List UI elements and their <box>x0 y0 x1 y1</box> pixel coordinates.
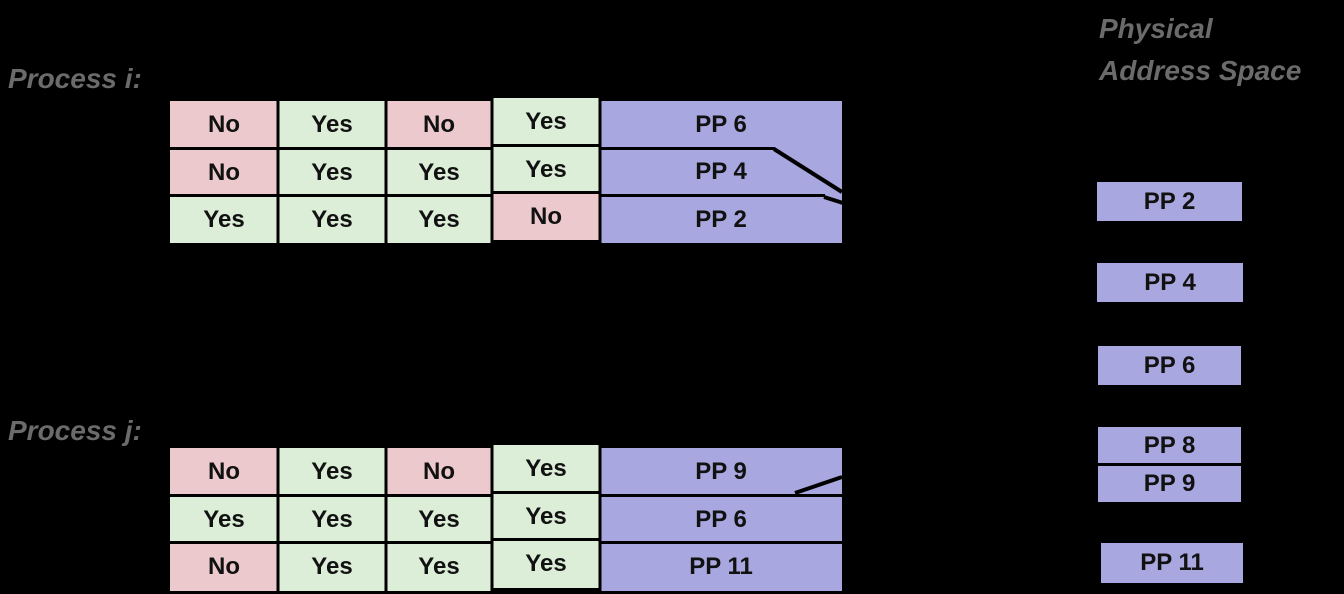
pt-j-pp-entry-1: PP 6 <box>695 505 747 533</box>
process-j-label: Process j: <box>8 415 142 446</box>
pt-i-r1-c3: Yes <box>492 146 600 193</box>
pt-j-pp-entry-0: PP 9 <box>695 458 747 485</box>
pt-j-r0-c3: Yes <box>492 445 600 493</box>
pt-i-pp-column: PP 6 PP 4 PP 2 <box>600 101 842 243</box>
pt-i-r0-c2: No <box>386 101 492 149</box>
pt-j-pp-entry-2: PP 11 <box>689 553 753 580</box>
physical-address-space-line2: Address Space <box>1099 55 1302 86</box>
pt-j-r1-c2: Yes <box>386 496 492 543</box>
pt-j-r0-c1: Yes <box>278 448 386 496</box>
physical-page-box-pp9: PP 9 <box>1098 465 1241 502</box>
physical-page-box-pp4: PP 4 <box>1097 263 1243 302</box>
pt-i-r2-c3: No <box>492 193 600 240</box>
pt-j-pp-column: PP 9 PP 6 PP 11 <box>600 448 842 591</box>
pt-j-r2-c2: Yes <box>386 543 492 591</box>
physical-address-space-label: Physical Address Space <box>1099 8 1301 92</box>
process-i-label: Process i: <box>8 63 142 94</box>
pt-j-r1-c3: Yes <box>492 493 600 540</box>
pt-j-r2-c0: No <box>170 543 278 591</box>
physical-page-box-pp2: PP 2 <box>1097 182 1242 221</box>
pt-i-r1-c1: Yes <box>278 149 386 196</box>
pt-i-pp-entry-2: PP 2 <box>695 205 747 233</box>
pt-i-r2-c0: Yes <box>170 196 278 243</box>
pt-j-r2-c1: Yes <box>278 543 386 591</box>
pt-i-r2-c2: Yes <box>386 196 492 243</box>
pt-i-r2-c1: Yes <box>278 196 386 243</box>
pt-i-pp-entry-1: PP 4 <box>695 158 747 185</box>
physical-page-box-pp6: PP 6 <box>1098 346 1241 385</box>
pt-j-r2-c3: Yes <box>492 540 600 588</box>
pt-i-r1-c2: Yes <box>386 149 492 196</box>
physical-page-box-pp8: PP 8 <box>1098 427 1241 464</box>
physical-address-space-line1: Physical <box>1099 13 1213 44</box>
pt-i-pp-entry-0: PP 6 <box>695 110 747 138</box>
physical-page-box-pp11: PP 11 <box>1101 543 1243 583</box>
pt-i-r1-c0: No <box>170 149 278 196</box>
pt-i-r0-c3: Yes <box>492 98 600 146</box>
pt-j-r0-c0: No <box>170 448 278 496</box>
pt-i-r0-c1: Yes <box>278 101 386 149</box>
pt-j-r1-c1: Yes <box>278 496 386 543</box>
pt-j-r1-c0: Yes <box>170 496 278 543</box>
pt-i-r0-c0: No <box>170 101 278 149</box>
pt-j-r0-c2: No <box>386 448 492 496</box>
